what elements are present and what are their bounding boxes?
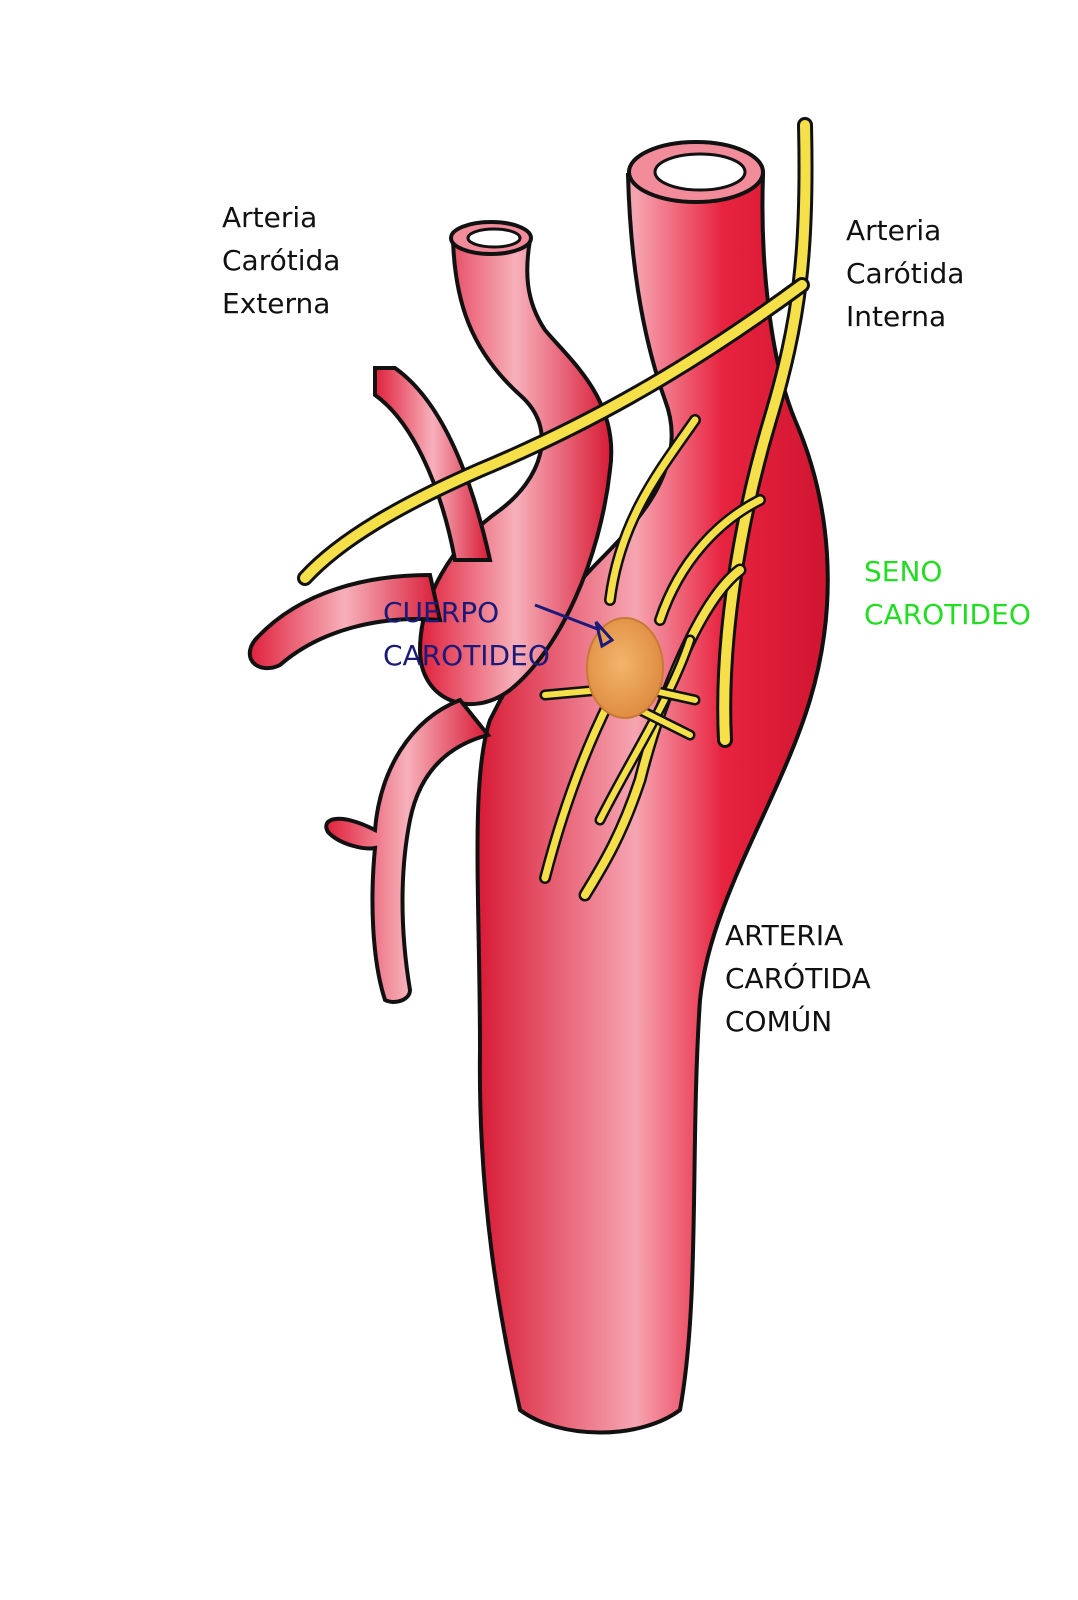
external-carotid-label: Arteria Carótida Externa [222, 201, 341, 320]
common-internal-carotid [475, 173, 830, 1435]
external-carotid [417, 238, 614, 707]
carotid-body-label: CUERPO CAROTIDEO [383, 596, 550, 672]
carotid-sinus-label: SENO CAROTIDEO [864, 555, 1031, 631]
left-branch [247, 572, 443, 671]
common-carotid-label: ARTERIA CARÓTIDA COMÚN [725, 919, 871, 1038]
ascending-branch [373, 366, 493, 562]
carotid-body-arrow [534, 603, 615, 649]
nerves [297, 117, 814, 902]
lower-branch [324, 697, 492, 1004]
internal-carotid-label: Arteria Carótida Interna [846, 214, 965, 333]
